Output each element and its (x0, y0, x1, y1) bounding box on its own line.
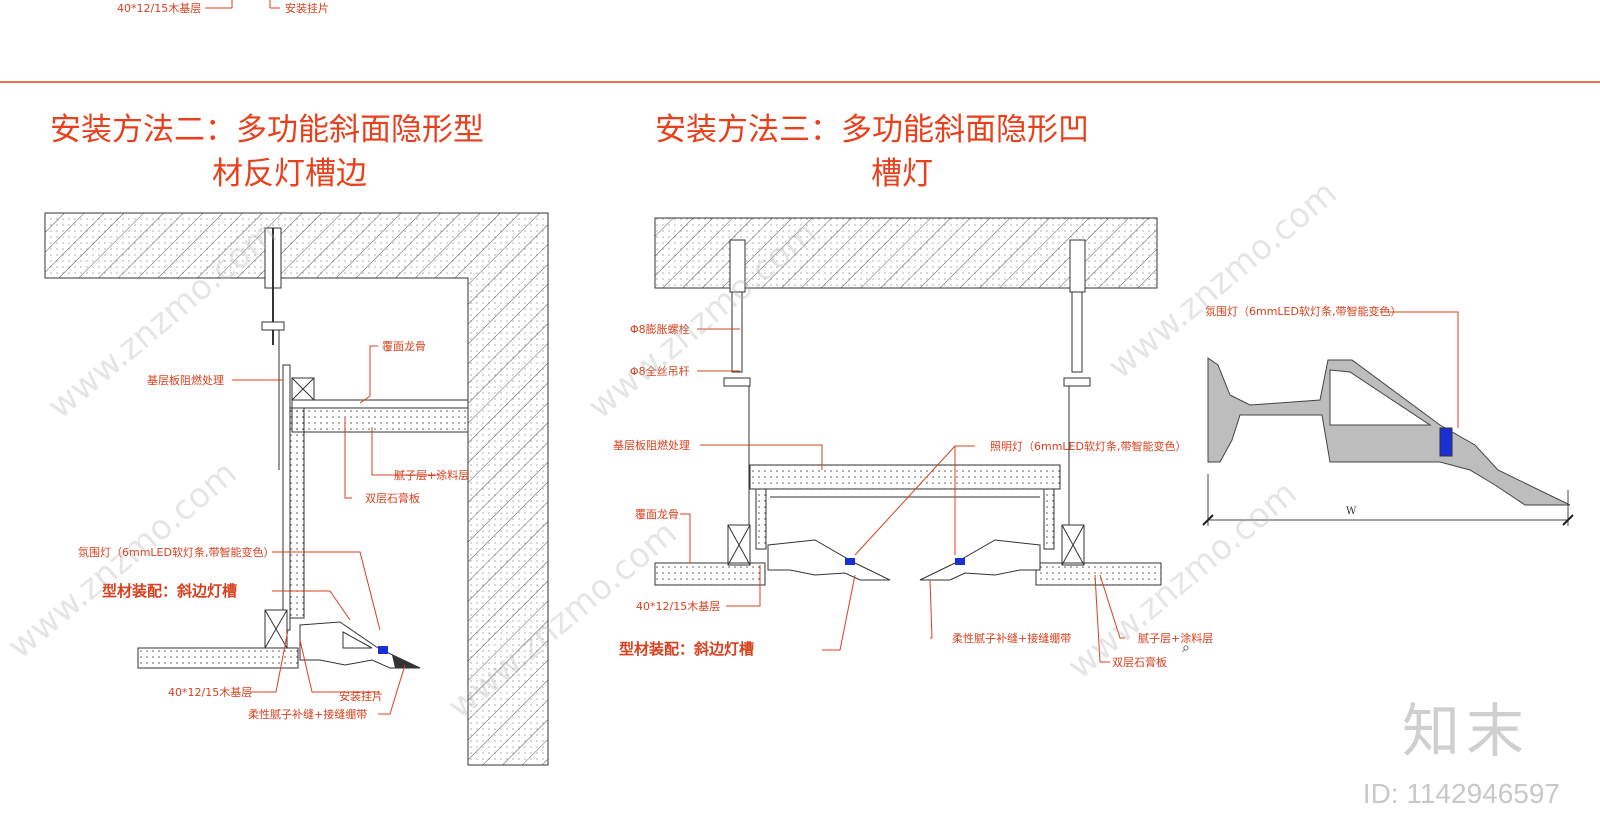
watermark-logo: 知末 (1401, 697, 1530, 765)
m3-label-putty: 腻子层+涂料层 (1138, 631, 1213, 645)
detail-label-ambient: 氛围灯（6mmLED软灯条,带智能变色） (1205, 304, 1401, 318)
m3-label-base-fire: 基层板阻燃处理 (613, 438, 690, 452)
top-label-hanger: 安装挂片 (285, 1, 329, 15)
m3-label-profile: 型材装配：斜边灯槽 (619, 640, 754, 658)
m3-label-wood-base: 40*12/15木基层 (636, 600, 720, 613)
magnifier-icon: ⌕ (1182, 640, 1190, 656)
m2-label-gypsum: 双层石膏板 (365, 491, 420, 505)
watermark-id: ID: 1142946597 (1362, 778, 1560, 809)
method3-title-line2: 槽灯 (871, 156, 933, 192)
profile-detail: 氛围灯（6mmLED软灯条,带智能变色） W (1202, 304, 1574, 526)
m3-label-rod: Φ8全丝吊杆 (630, 364, 690, 378)
method2-title-line2: 材反灯槽边 (212, 156, 367, 192)
m2-label-cover-keel: 覆面龙骨 (382, 340, 426, 353)
m2-label-hanger: 安装挂片 (339, 689, 383, 703)
m3-label-lighting: 照明灯（6mmLED软灯条,带智能变色） (990, 439, 1186, 453)
method3-title-line1: 安装方法三：多功能斜面隐形凹 (655, 112, 1089, 148)
m3-label-flex-putty: 柔性腻子补缝+接缝绷带 (952, 631, 1071, 645)
m2-label-profile: 型材装配：斜边灯槽 (102, 582, 237, 600)
m2-label-putty: 腻子层+涂料层 (394, 468, 469, 482)
m3-label-gypsum: 双层石膏板 (1112, 655, 1167, 669)
m2-label-wood-base: 40*12/15木基层 (168, 686, 252, 699)
method2-title-line1: 安装方法二：多功能斜面隐形型 (50, 112, 484, 148)
m2-label-ambient: 氛围灯（6mmLED软灯条,带智能变色） (78, 545, 274, 559)
method3-drawing: Φ8膨胀螺栓 Φ8全丝吊杆 基层板阻燃处理 覆面龙骨 照明灯（6mmLED软灯条… (613, 217, 1213, 669)
top-label-wood: 40*12/15木基层 (117, 2, 201, 15)
detail-width-label: W (1346, 506, 1357, 517)
method2-drawing: 覆面龙骨 基层板阻燃处理 腻子层+涂料层 双层石膏板 氛围灯（6mmLED软灯条… (44, 212, 549, 766)
top-remnant: 40*12/15木基层 安装挂片 (117, 0, 329, 15)
m3-label-bolt: Φ8膨胀螺栓 (630, 322, 690, 336)
m2-label-flex-putty: 柔性腻子补缝+接缝绷带 (248, 707, 367, 721)
m2-label-base-fire: 基层板阻燃处理 (147, 373, 224, 387)
m3-label-cover-keel: 覆面龙骨 (635, 508, 679, 521)
